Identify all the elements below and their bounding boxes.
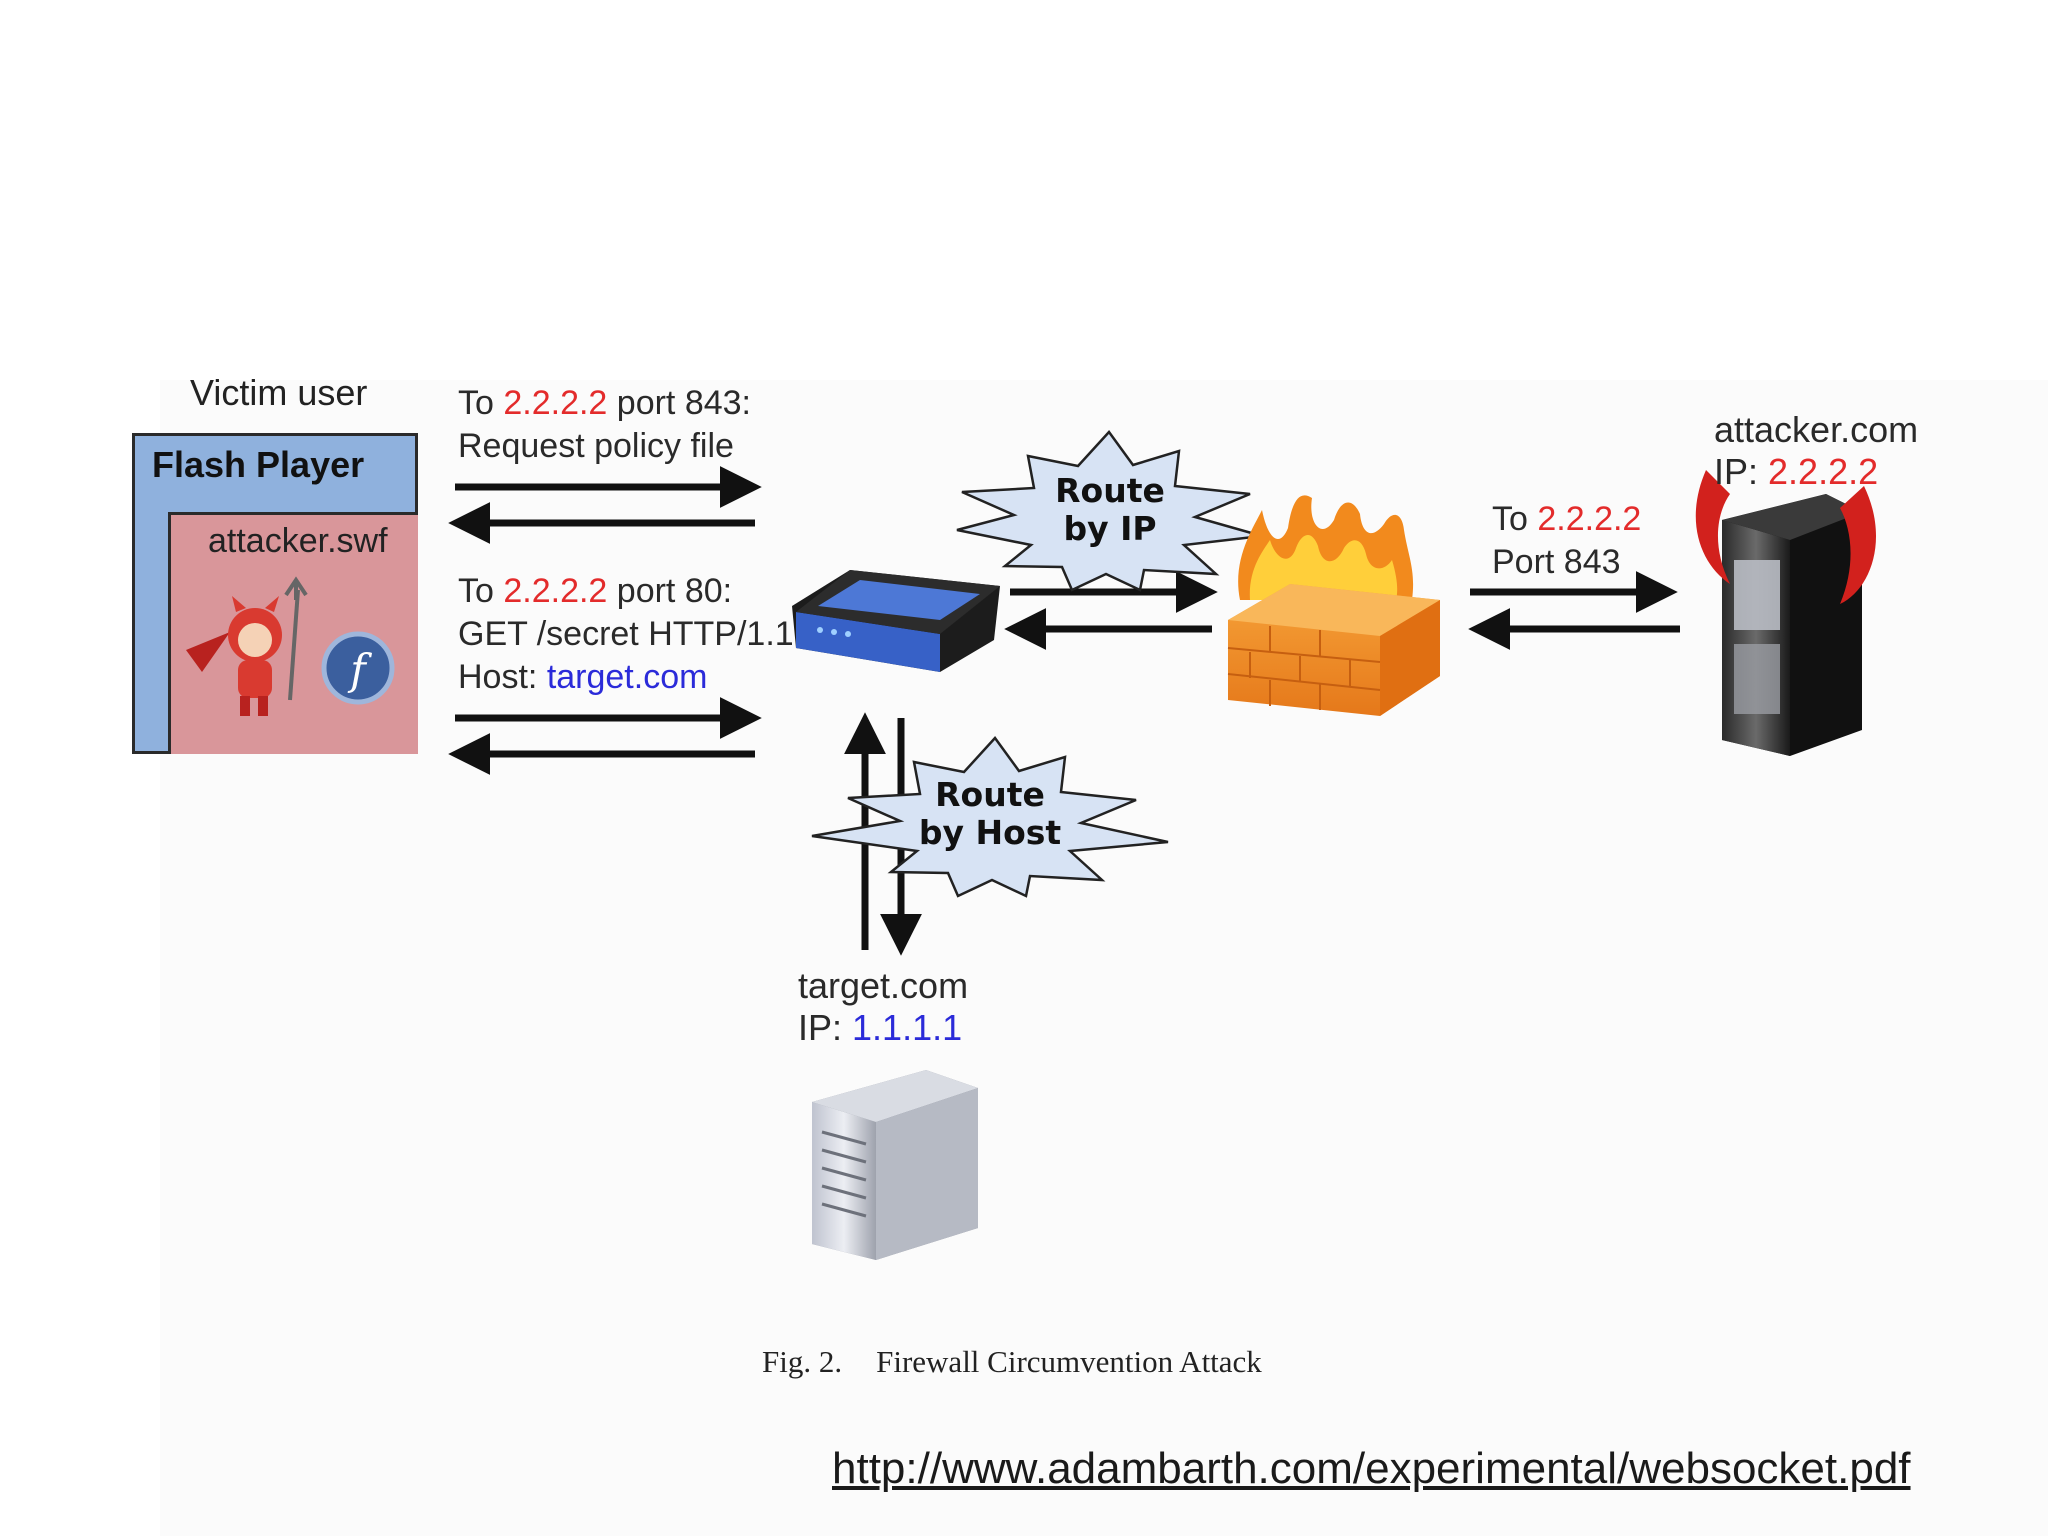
victim-user-label: Victim user — [190, 372, 368, 413]
target-server-icon — [812, 1070, 978, 1260]
attacker-ip-prefix: IP: — [1714, 451, 1769, 492]
msg-get-host-prefix: Host: — [458, 658, 547, 696]
msg-get-line1: To 2.2.2.2 port 80: — [458, 570, 732, 613]
msg-get-port: port 80: — [607, 572, 733, 610]
route-by-ip-line1: Route — [1055, 471, 1165, 510]
router-icon — [792, 570, 1000, 672]
msg-fw-line1: To 2.2.2.2 — [1492, 498, 1641, 541]
figure-caption: Fig. 2. Firewall Circumvention Attack — [762, 1344, 1262, 1380]
target-ip-value: 1.1.1.1 — [852, 1007, 963, 1048]
route-by-ip-label: Route by IP — [1020, 472, 1200, 548]
attacker-ip-label: IP: 2.2.2.2 — [1714, 450, 1878, 493]
route-by-host-burst — [811, 736, 1169, 898]
attacker-domain-label: attacker.com — [1714, 409, 1919, 450]
msg-get-line3: Host: target.com — [458, 656, 707, 699]
route-by-ip-line2: by IP — [1063, 509, 1157, 548]
msg-get-to: To — [458, 572, 504, 610]
route-by-host-label: Route by Host — [900, 776, 1080, 852]
msg-get-ip: 2.2.2.2 — [503, 572, 608, 610]
figure-title: Firewall Circumvention Attack — [876, 1344, 1262, 1379]
msg-get-line2: GET /secret HTTP/1.1 — [458, 615, 794, 653]
msg-fw-line2: Port 843 — [1492, 543, 1621, 581]
msg-fw-ip: 2.2.2.2 — [1537, 500, 1642, 538]
msg-policy-line1: To 2.2.2.2 port 843: — [458, 382, 751, 425]
source-url-link[interactable]: http://www.adambarth.com/experimental/we… — [832, 1444, 1911, 1493]
target-domain-label: target.com — [798, 965, 969, 1006]
devil-mascot-icon — [186, 576, 308, 716]
msg-policy-to: To — [458, 384, 504, 422]
msg-policy-line2: Request policy file — [458, 427, 734, 465]
route-by-host-line1: Route — [935, 775, 1045, 814]
firewall-icon — [1227, 495, 1440, 716]
attacker-swf-label: attacker.swf — [208, 522, 388, 560]
attacker-server-icon — [1695, 470, 1877, 756]
msg-policy-ip: 2.2.2.2 — [503, 384, 608, 422]
msg-get-host: target.com — [546, 658, 708, 696]
route-by-host-line2: by Host — [918, 813, 1062, 852]
figure-number: Fig. 2. — [762, 1344, 843, 1379]
route-by-ip-burst — [956, 430, 1263, 592]
flash-player-label: Flash Player — [152, 444, 365, 485]
target-ip-label: IP: 1.1.1.1 — [798, 1006, 962, 1049]
attacker-ip-value: 2.2.2.2 — [1768, 451, 1879, 492]
msg-policy-port: port 843: — [607, 384, 751, 422]
target-ip-prefix: IP: — [798, 1007, 853, 1048]
msg-fw-to: To — [1492, 500, 1538, 538]
flash-logo-icon: f — [321, 631, 395, 705]
